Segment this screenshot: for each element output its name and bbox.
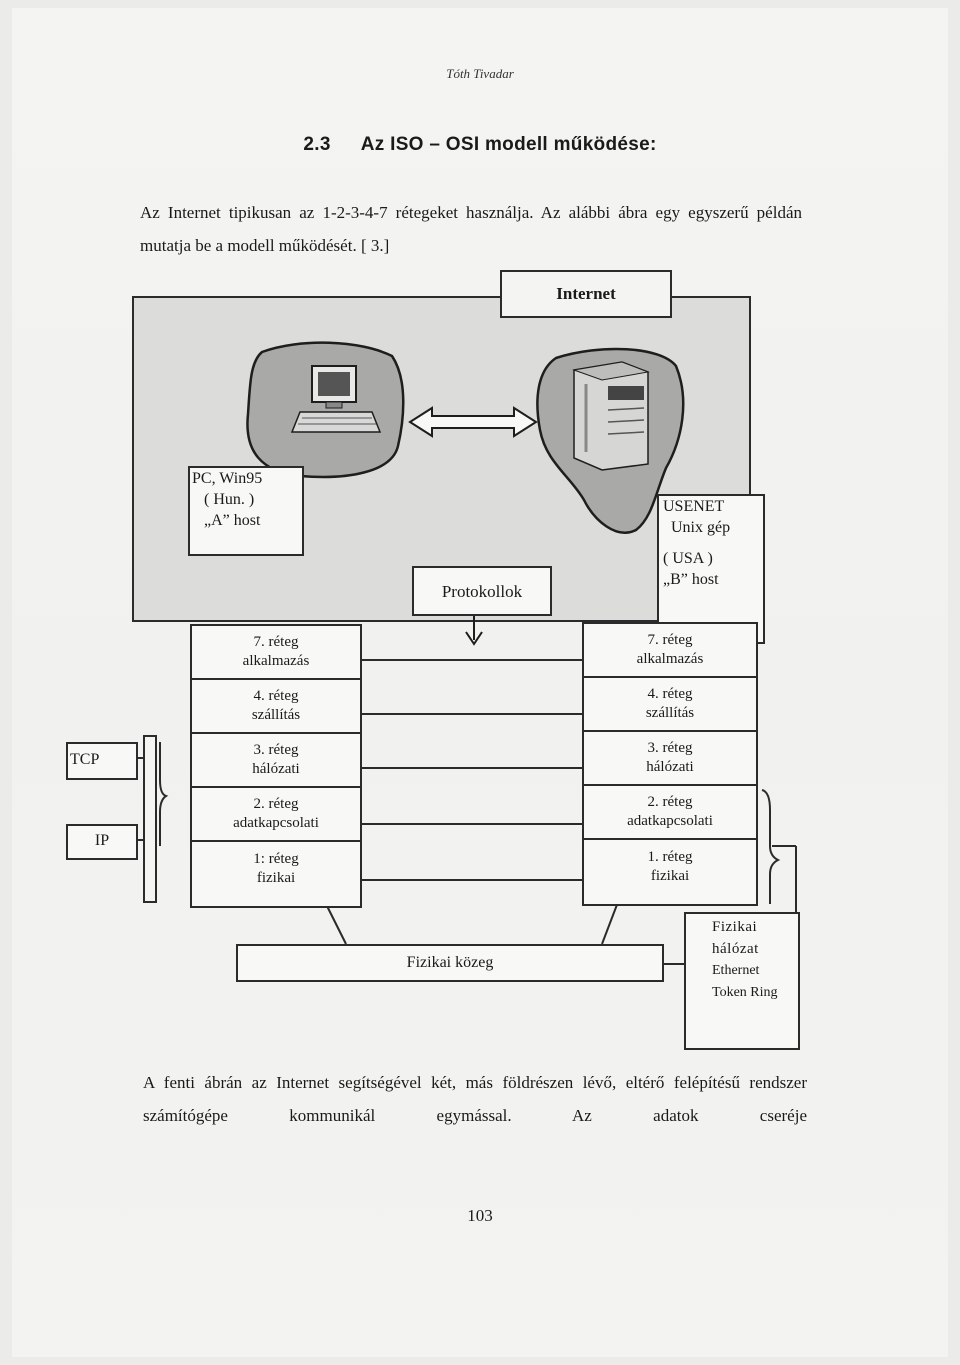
tcp-label: TCP — [66, 742, 138, 780]
layer-4-b: 4. réteg szállítás — [584, 678, 756, 732]
layer-desc: alkalmazás — [636, 651, 704, 667]
layer-desc: fizikai — [256, 870, 296, 886]
physical-network-item: Ethernet — [712, 963, 760, 978]
host-a-line: PC, Win95 — [192, 470, 263, 487]
host-b-line: Unix gép — [671, 519, 731, 536]
layer-4-a: 4. réteg szállítás — [192, 680, 360, 734]
page-sheet — [12, 8, 948, 1357]
layer-3-b: 3. réteg hálózati — [584, 732, 756, 786]
host-a-layer-stack: 7. réteg alkalmazás 4. réteg szállítás 3. … — [190, 624, 362, 908]
layer-name: 4. réteg — [647, 686, 693, 702]
page-number: 103 — [467, 1206, 493, 1225]
layer-desc: hálózati — [252, 761, 300, 777]
layer-desc: fizikai — [650, 868, 690, 884]
layer-1-a: 1: réteg fizikai — [192, 842, 360, 896]
layer-3-a: 3. réteg hálózati — [192, 734, 360, 788]
section-heading: 2.3 Az ISO – OSI modell működése: — [0, 134, 960, 156]
layer-name: 7. réteg — [253, 634, 299, 650]
layer-7-a: 7. réteg alkalmazás — [192, 626, 360, 680]
host-a-label: PC, Win95 ( Hun. ) „A” host — [188, 466, 304, 556]
layer-name: 3. réteg — [253, 742, 299, 758]
physical-medium-label: Fizikai közeg — [236, 944, 664, 982]
physical-network-box: Fizikai hálózat Ethernet Token Ring — [684, 912, 800, 1050]
physical-network-title: hálózat — [712, 941, 759, 957]
ip-label: IP — [66, 824, 138, 860]
section-number: 2.3 — [303, 134, 331, 155]
layer-desc: adatkapcsolati — [233, 815, 319, 831]
layer-name: 2. réteg — [253, 796, 299, 812]
host-b-line: USENET — [663, 498, 725, 515]
layer-7-b: 7. réteg alkalmazás — [584, 624, 756, 678]
layer-2-b: 2. réteg adatkapcsolati — [584, 786, 756, 840]
physical-network-title: Fizikai — [712, 919, 758, 935]
running-header-author: Tóth Tivadar — [446, 66, 514, 81]
intro-paragraph: Az Internet tipikusan az 1-2-3-4-7 réteg… — [140, 203, 802, 255]
section-title: Az ISO – OSI modell működése: — [360, 134, 657, 155]
layer-desc: szállítás — [645, 705, 695, 721]
body-paragraph: A fenti ábrán az Internet segítségével k… — [143, 1073, 807, 1125]
host-b-layer-stack: 7. réteg alkalmazás 4. réteg szállítás 3. … — [582, 622, 758, 906]
host-b-line: ( USA ) — [663, 550, 713, 567]
layer-name: 7. réteg — [647, 632, 693, 648]
host-b-line: „B” host — [663, 571, 719, 588]
layer-name: 4. réteg — [253, 688, 299, 704]
layer-desc: hálózati — [646, 759, 694, 775]
host-a-line: „A” host — [204, 512, 261, 529]
internet-label: Internet — [500, 270, 672, 318]
layer-name: 1: réteg — [253, 851, 299, 867]
layer-2-a: 2. réteg adatkapcsolati — [192, 788, 360, 842]
protocols-label: Protokollok — [412, 566, 552, 616]
layer-desc: adatkapcsolati — [627, 813, 713, 829]
layer-name: 2. réteg — [647, 794, 693, 810]
layer-name: 3. réteg — [647, 740, 693, 756]
layer-1-b: 1. réteg fizikai — [584, 840, 756, 894]
physical-network-item: Token Ring — [712, 985, 778, 1000]
layer-name: 1. réteg — [647, 849, 693, 865]
host-a-line: ( Hun. ) — [204, 491, 255, 508]
layer-desc: szállítás — [251, 707, 301, 723]
layer-desc: alkalmazás — [242, 653, 310, 669]
